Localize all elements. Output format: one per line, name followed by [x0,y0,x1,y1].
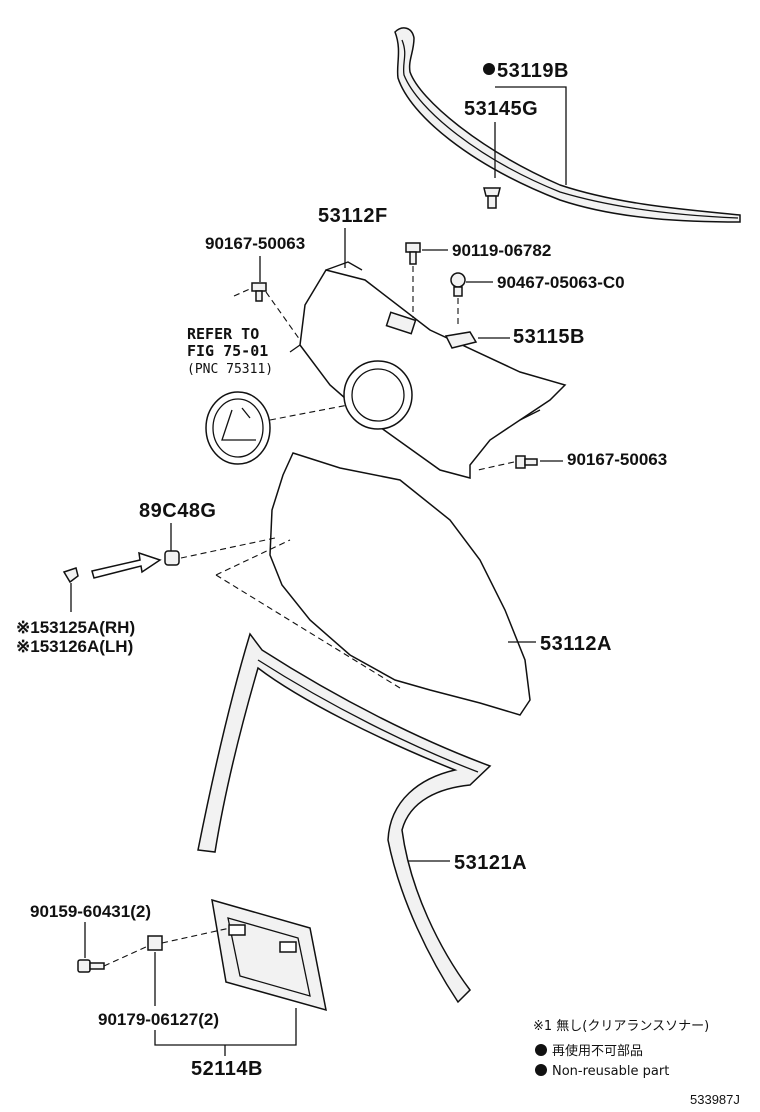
arrow-icon [91,551,162,579]
sensor-clip-53125A [62,567,79,584]
license-bracket-52114B [211,898,327,1012]
part-label-53115B: 53115B [513,326,585,348]
part-label-53125A: ※153125A(RH) [16,618,135,637]
clip-53145G [483,187,501,209]
legend-nonreusable-icon-en [535,1064,547,1076]
part-label-52114B: 52114B [191,1058,263,1080]
part-label-90167-50063-right: 90167-50063 [567,450,667,469]
part-label-90119-06782: 90119-06782 [452,241,551,260]
diagram-code: 533987J [690,1092,740,1107]
bolt-90119-06782 [405,242,421,265]
refer-to-line2: FIG 75-01 [187,342,268,360]
refer-to-line1: REFER TO [187,325,259,343]
bracket-53115B [444,331,478,349]
nut-90179-06127 [147,935,163,951]
part-label-53145G: 53145G [464,98,538,120]
bolt-90167-50063-top [251,282,267,302]
emblem-icon [205,391,271,465]
grille-mesh-53112A [269,452,531,716]
clip-90467-05063-C0 [450,272,466,297]
part-label-53112A: 53112A [540,633,612,655]
grommet-89C48G [164,550,180,566]
grille-frame-53112F [289,261,567,479]
upper-moulding-53119B [394,27,741,223]
legend-jp-nonreusable: 再使用不可部品 [552,1043,643,1059]
part-label-53121A: 53121A [454,852,527,874]
legend-en-nonreusable: Non-reusable part [552,1064,669,1079]
part-label-53112F: 53112F [318,205,388,227]
screw-90159-60431 [77,959,105,973]
legend-nonreusable-icon [535,1044,547,1056]
part-label-53126A: ※153126A(LH) [16,637,133,656]
part-label-89C48G: 89C48G [139,500,217,522]
part-label-90179-06127: 90179-06127(2) [98,1010,219,1029]
part-label-90159-60431: 90159-60431(2) [30,902,151,921]
part-label-53119B: 53119B [497,60,569,82]
nonreusable-marker-icon [483,63,495,75]
refer-to-line3: (PNC 75311) [187,362,273,377]
legend-note-1: ※1 無し(クリアランスソナー) [533,1019,709,1034]
part-label-90167-50063-top: 90167-50063 [205,234,305,253]
part-label-90467-05063-C0: 90467-05063-C0 [497,273,625,292]
bolt-90167-50063-right [515,455,538,469]
outer-moulding-53121A [197,632,492,1004]
